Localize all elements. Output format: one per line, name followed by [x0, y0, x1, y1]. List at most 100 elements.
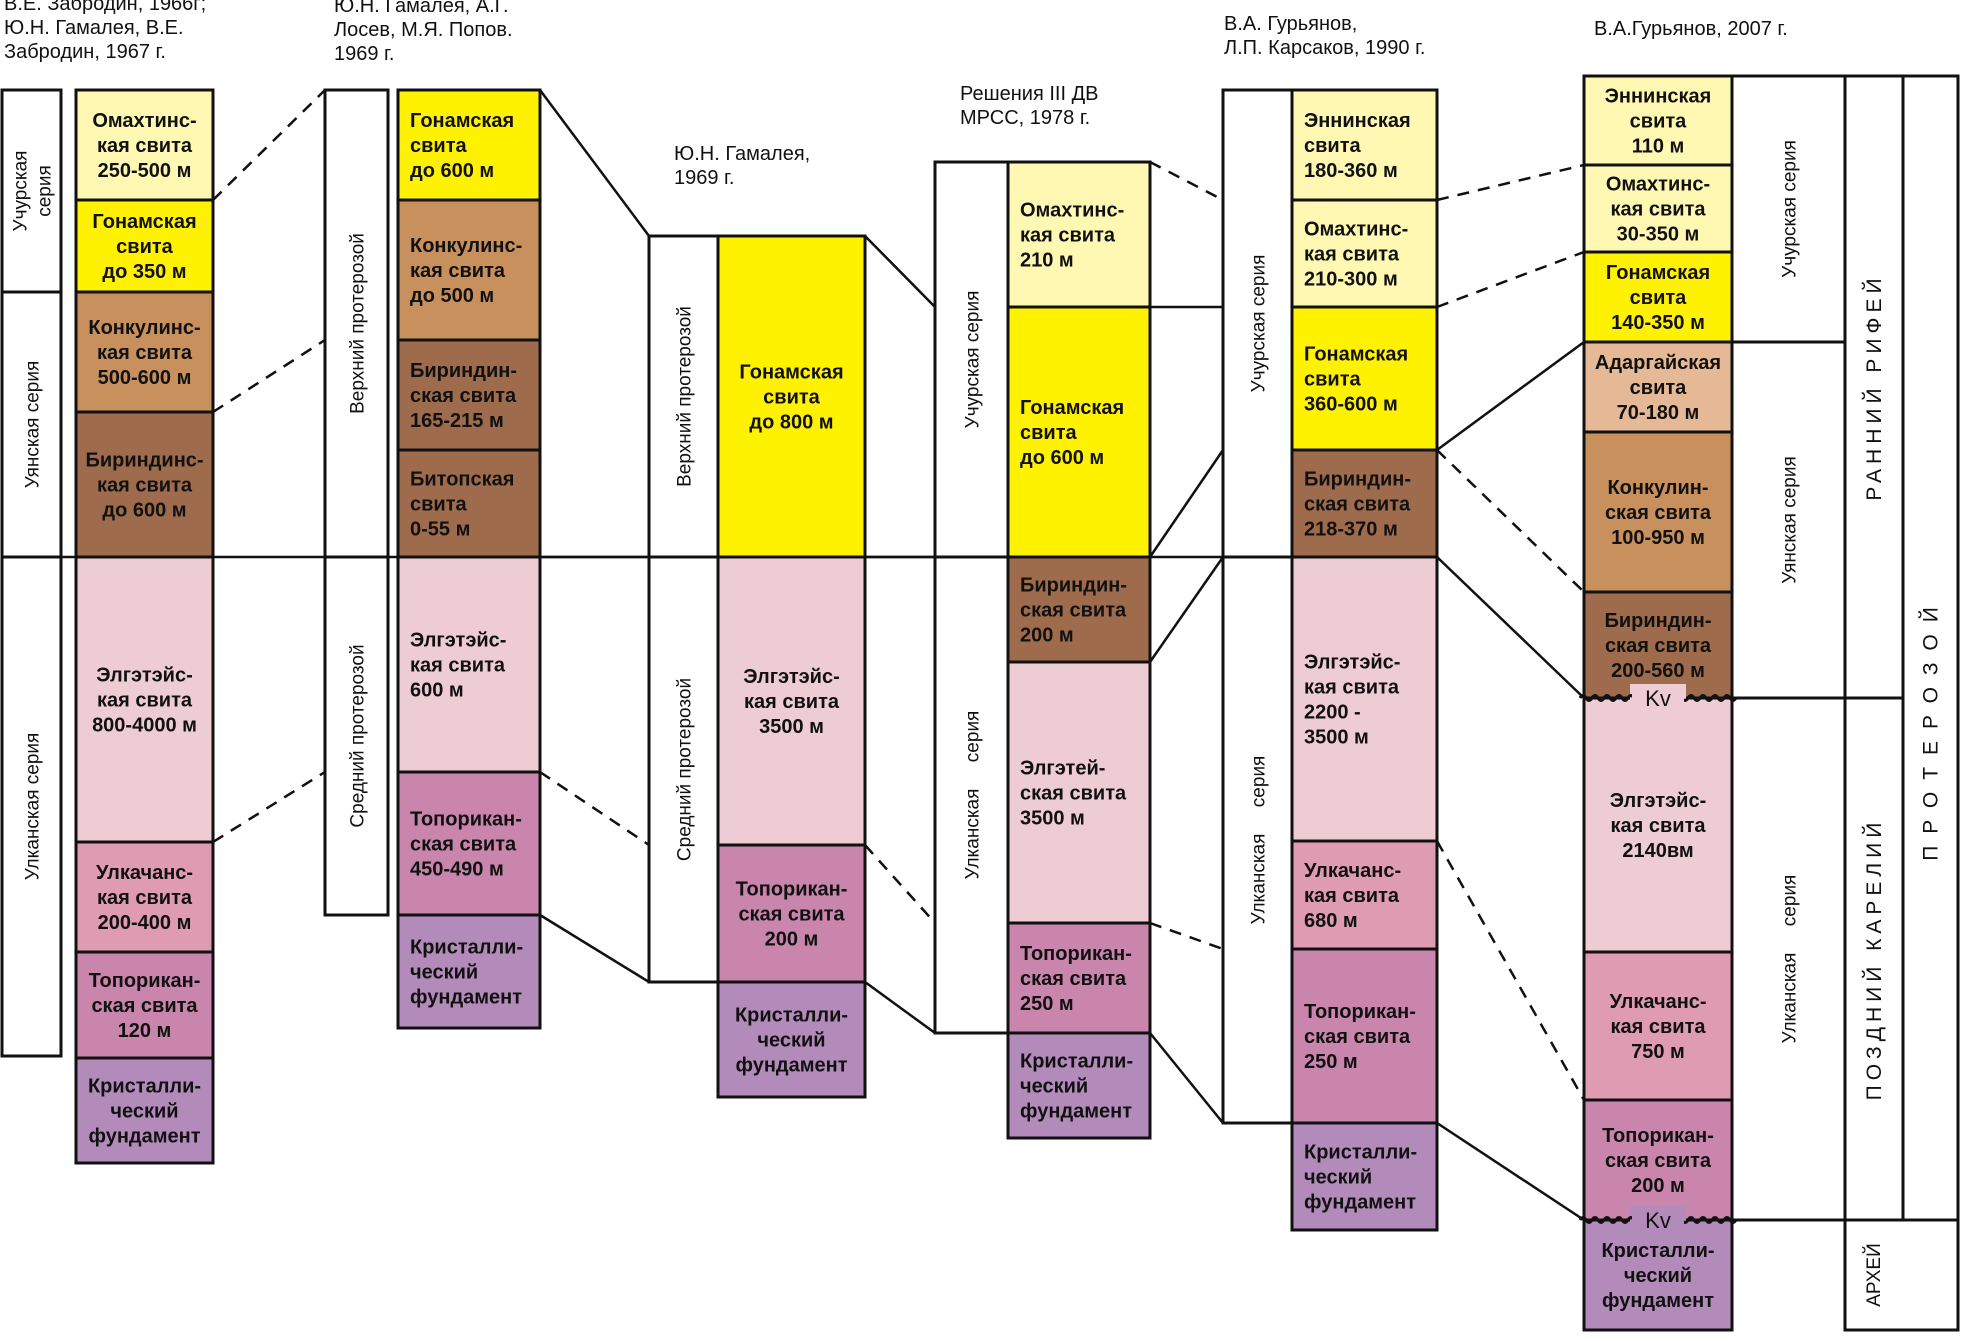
column-header: Ю.Н. Гамалея,1969 г.: [674, 143, 810, 189]
unit-label-line: свита: [410, 494, 468, 516]
unit-label-line: свита: [1304, 135, 1362, 157]
unit-label-line: ская свита: [1020, 600, 1127, 622]
unit-адаргайская-свита: [1582, 340, 1734, 434]
unit-label: Битопская свита 0-55 м: [410, 469, 514, 541]
unit-label-line: фундамент: [1020, 1101, 1132, 1123]
unit-элгэтэйская-свита: [74, 555, 215, 844]
unit-гонамская-свита: [1582, 250, 1734, 344]
unit-label-line: до 350 м: [102, 261, 186, 283]
unit-label-line: кая свита: [97, 887, 193, 909]
unit-label-line: 180-360 м: [1304, 160, 1398, 182]
unit-label-line: фундамент: [88, 1126, 200, 1148]
correlation-line: [1436, 556, 1585, 699]
unit-кристаллический-фундамент: [1290, 1121, 1439, 1232]
unit-label-line: 600 м: [410, 680, 464, 702]
correlation-line: [539, 913, 650, 984]
group-label-line: Улканская серия: [1249, 756, 1270, 925]
unit-label-line: 120 м: [118, 1020, 172, 1042]
unit-элгэтэйская-свита: [1290, 555, 1439, 843]
unit-label-line: кая свита: [1304, 885, 1400, 907]
column-header-line: Л.П. Карсаков, 1990 г.: [1224, 37, 1425, 59]
unit-label-line: до 800 м: [749, 412, 833, 434]
unit-label-line: кая свита: [97, 135, 193, 157]
unit-label-line: ская свита: [1020, 968, 1127, 990]
unit-label-line: фундамент: [1602, 1290, 1714, 1312]
group-учурская-серия: [1730, 74, 1847, 344]
unit-label-line: 500-600 м: [98, 367, 192, 389]
group-label: Улканская серия: [1249, 756, 1270, 925]
unit-label-line: ская свита: [1605, 635, 1712, 657]
unit-label-line: 200 м: [1020, 625, 1074, 647]
unit-label-line: 800-4000 м: [92, 715, 197, 737]
unit-label-line: 218-370 м: [1304, 519, 1398, 541]
unit-label-line: Битопская: [410, 469, 514, 491]
unit-label-line: 2140вм: [1622, 840, 1693, 862]
unit-label-line: Гонамская: [1304, 344, 1408, 366]
unit-label-line: до 600 м: [1020, 447, 1104, 469]
unit-label-line: Гонамская: [1606, 262, 1710, 284]
unit-label-line: Элгэтэйс-: [410, 630, 506, 652]
correlation-line: [1149, 160, 1224, 202]
unit-эннинская-свита: [1582, 74, 1734, 167]
unit-label-line: кая свита: [1304, 677, 1400, 699]
unit-label-line: ская свита: [1605, 502, 1712, 524]
column-header-line: Лосев, М.Я. Попов.: [334, 19, 513, 41]
unit-label-line: 0-55 м: [410, 519, 470, 541]
unit-label-line: 3500 м: [1304, 727, 1369, 749]
unit-кристаллический-фундамент: [1006, 1031, 1152, 1140]
group-label: Учурская серия: [1780, 140, 1801, 278]
era-label: ПОЗДНИЙ КАРЕЛИЙ: [1862, 818, 1886, 1101]
unit-бириндинская-свита: [1290, 448, 1439, 559]
group-учурская-серия: [1221, 88, 1294, 559]
unit-кристаллический-фундамент: [716, 980, 867, 1099]
unit-label-line: 70-180 м: [1617, 402, 1700, 424]
column-header-line: В.А.Гурьянов, 2007 г.: [1594, 18, 1788, 40]
unit-label-line: свита: [410, 135, 468, 157]
unit-битопская-свита: [396, 448, 542, 559]
unit-label-line: Кристалли-: [1304, 1142, 1417, 1164]
correlation-line: [1148, 556, 1225, 663]
unit-label-line: 750 м: [1631, 1041, 1685, 1063]
unit-label-line: 3500 м: [1020, 808, 1085, 830]
unit-label-line: Элгэтэйс-: [743, 666, 839, 688]
unit-label-line: ская свита: [1304, 494, 1411, 516]
unit-label-line: до 600 м: [410, 160, 494, 182]
group-label: Улканская серия: [963, 711, 984, 880]
unit-label-line: ческий: [1304, 1167, 1372, 1189]
unit-label-line: Топорикан-: [410, 809, 522, 831]
unit-омахтинская-свита: [74, 88, 215, 202]
section-column-5: В.А. Гурьянов,Л.П. Карсаков, 1990 г.Энни…: [1221, 13, 1439, 1232]
column-header-line: Забродин, 1967 г.: [4, 41, 166, 63]
unit-label-line: 3500 м: [759, 716, 824, 738]
unit-label-line: Улкачанс-: [1609, 991, 1706, 1013]
unit-label-line: ческий: [110, 1101, 178, 1123]
unit-label-line: 110 м: [1632, 136, 1685, 158]
correlation-line: [539, 770, 650, 847]
unit-label-line: свита: [1630, 377, 1688, 399]
group-label-line: Учурская серия: [1780, 140, 1801, 278]
group-label: Верхний протерозой: [348, 233, 369, 414]
correlation-line: [1436, 163, 1585, 202]
unit-label-line: Кристалли-: [1020, 1051, 1133, 1073]
unit-конкулинская-свита: [1582, 430, 1734, 594]
era-архей: [1843, 1218, 1960, 1332]
unit-label-line: Элгэтэйс-: [96, 665, 192, 687]
unit-label-line: Бириндин-: [1020, 575, 1127, 597]
unit-label-line: кая свита: [97, 342, 193, 364]
unit-label-line: 450-490 м: [410, 859, 504, 881]
